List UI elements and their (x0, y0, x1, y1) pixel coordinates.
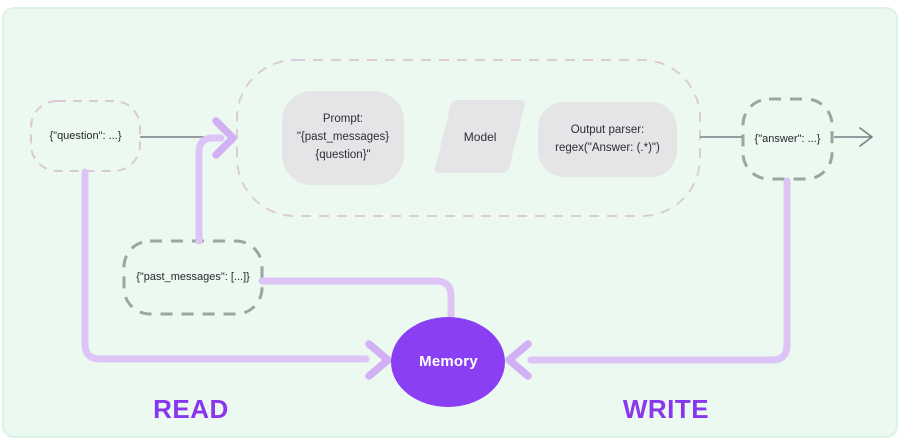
memory-write-arrowhead-icon (505, 340, 532, 380)
past-messages-node-label: {"past_messages": [...]} (136, 271, 250, 284)
memory-read-arrowhead-icon (365, 340, 392, 380)
past-messages-to-memory-connector (258, 277, 455, 323)
output-parser-line: regex("Answer: (.*)") (555, 141, 660, 154)
answer-node-label: {"answer": ...} (754, 132, 821, 145)
memory-node (391, 317, 505, 407)
prompt-line: Prompt: (322, 113, 364, 126)
answer-node-outline (741, 97, 834, 181)
read-flow-label: READ (153, 394, 229, 424)
answer-to-memory-connector (527, 177, 791, 364)
question-node-label: {"question": ...} (49, 129, 122, 142)
prompt-line: "{past_messages} (296, 131, 390, 144)
output-parser-box: Output parser: regex("Answer: (.*)") (538, 102, 677, 177)
write-flow-label: WRITE (622, 394, 710, 424)
model-label: Model (463, 129, 497, 144)
chain-container-outline (236, 59, 701, 217)
question-to-memory-connector (81, 168, 370, 363)
output-parser-line: Output parser: (570, 123, 645, 136)
prompt-line: {question}" (315, 148, 371, 161)
chain-input-arrowhead-icon (212, 117, 237, 159)
answer-output-arrowhead-icon (859, 127, 873, 147)
past-messages-to-chain-connector (195, 134, 225, 245)
prompt-box: Prompt: "{past_messages} {question}" (282, 91, 404, 185)
memory-node-label: Memory (419, 353, 478, 371)
